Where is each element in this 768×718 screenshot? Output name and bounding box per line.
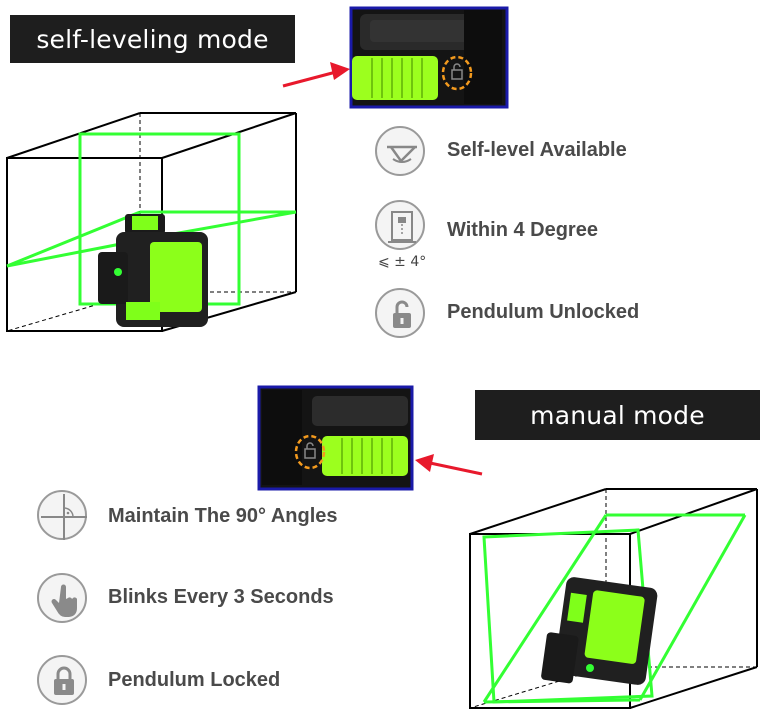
red-arrow-icon-manual bbox=[415, 454, 483, 476]
feature-within-4-degree: Within 4 Degree bbox=[447, 219, 598, 241]
self-leveling-mode-banner: self-leveling mode bbox=[10, 15, 295, 63]
tilt-range-icon bbox=[375, 200, 425, 250]
manual-mode-banner: manual mode bbox=[475, 390, 760, 440]
pointing-hand-icon bbox=[37, 573, 87, 623]
feature-maintain-90-angles: Maintain The 90° Angles bbox=[108, 505, 338, 527]
tilted-laser-level-device-icon bbox=[541, 577, 658, 685]
locked-padlock-icon bbox=[37, 655, 87, 705]
red-arrow-icon bbox=[282, 62, 350, 88]
right-angle-crosshair-icon bbox=[37, 490, 87, 540]
feature-pendulum-locked: Pendulum Locked bbox=[108, 669, 281, 691]
unlocked-padlock-icon bbox=[375, 288, 425, 338]
feature-blinks-every-3-seconds: Blinks Every 3 Seconds bbox=[108, 586, 334, 608]
feature-self-level-available: Self-level Available bbox=[447, 139, 627, 161]
feature-pendulum-unlocked: Pendulum Unlocked bbox=[447, 301, 640, 323]
level-check-icon bbox=[375, 126, 425, 176]
tilt-range-note: ⩽ ± 4° bbox=[378, 254, 427, 270]
laser-level-device-icon bbox=[98, 214, 208, 327]
